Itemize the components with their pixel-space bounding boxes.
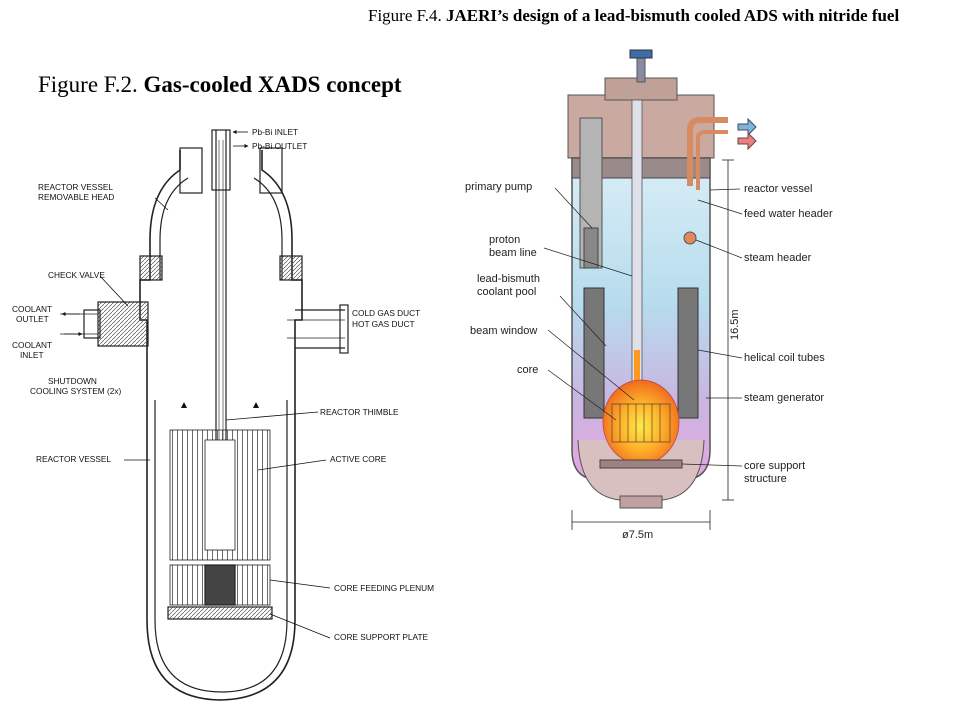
- label-removable-head-2: REMOVABLE HEAD: [38, 192, 114, 202]
- label-core-support-2: structure: [744, 473, 787, 485]
- label-steam-generator: steam generator: [744, 392, 824, 404]
- jaeri-leaders: [543, 187, 743, 467]
- caption-title: JAERI’s design of a lead-bismuth cooled …: [445, 6, 900, 25]
- label-proton-2: beam line: [489, 247, 537, 259]
- label-feed-water-header: feed water header: [744, 208, 833, 220]
- label-cold-gas-duct: COLD GAS DUCT: [352, 308, 420, 318]
- xads-leaders: [61, 130, 331, 639]
- label-beam-window: beam window: [470, 325, 537, 337]
- label-removable-head-1: REACTOR VESSEL: [38, 182, 113, 192]
- figure-f2-caption: Figure F.2. Gas-cooled XADS concept: [38, 72, 402, 98]
- label-reactor-vessel: reactor vessel: [744, 183, 812, 195]
- figure-f4-caption: Figure F.4. JAERI’s design of a lead-bis…: [368, 6, 899, 26]
- label-active-core: ACTIVE CORE: [330, 454, 387, 464]
- label-pb-inlet: Pb-Bi INLET: [252, 127, 298, 137]
- label-diameter-dimension: ø7.5m: [622, 529, 653, 541]
- label-height-dimension: 16.5m: [729, 309, 741, 340]
- label-reactor-vessel: REACTOR VESSEL: [36, 454, 111, 464]
- xads-vessel-drawing: [60, 129, 349, 701]
- label-coolant-outlet-1: COOLANT: [12, 304, 52, 314]
- caption-prefix: Figure F.2.: [38, 72, 144, 97]
- label-coolant-inlet-1: COOLANT: [12, 340, 52, 350]
- label-helical-coil-tubes: helical coil tubes: [744, 352, 825, 364]
- label-coolant-inlet-2: INLET: [20, 350, 44, 360]
- label-proton-1: proton: [489, 234, 520, 246]
- label-pool-1: lead-bismuth: [477, 273, 540, 285]
- xads-flow-arrows: [181, 402, 259, 408]
- label-reactor-thimble: REACTOR THIMBLE: [320, 407, 399, 417]
- label-core-feeding-plenum: CORE FEEDING PLENUM: [334, 583, 434, 593]
- label-primary-pump: primary pump: [465, 181, 532, 193]
- label-coolant-outlet-2: OUTLET: [16, 314, 49, 324]
- label-pool-2: coolant pool: [477, 286, 536, 298]
- label-pb-outlet: Pb-Bi OUTLET: [252, 141, 307, 151]
- label-shutdown-2: COOLING SYSTEM (2x): [30, 386, 122, 396]
- caption-title: Gas-cooled XADS concept: [143, 72, 402, 97]
- label-shutdown-1: SHUTDOWN: [48, 376, 97, 386]
- caption-prefix: Figure F.4.: [368, 6, 446, 25]
- jaeri-vessel-drawing: [567, 49, 757, 509]
- label-hot-gas-duct: HOT GAS DUCT: [352, 319, 415, 329]
- label-check-valve: CHECK VALVE: [48, 270, 105, 280]
- label-core-support-plate: CORE SUPPORT PLATE: [334, 632, 429, 642]
- label-core-support-1: core support: [744, 460, 805, 472]
- label-core: core: [517, 364, 538, 376]
- label-steam-header: steam header: [744, 252, 812, 264]
- jaeri-dimensions: [571, 159, 734, 530]
